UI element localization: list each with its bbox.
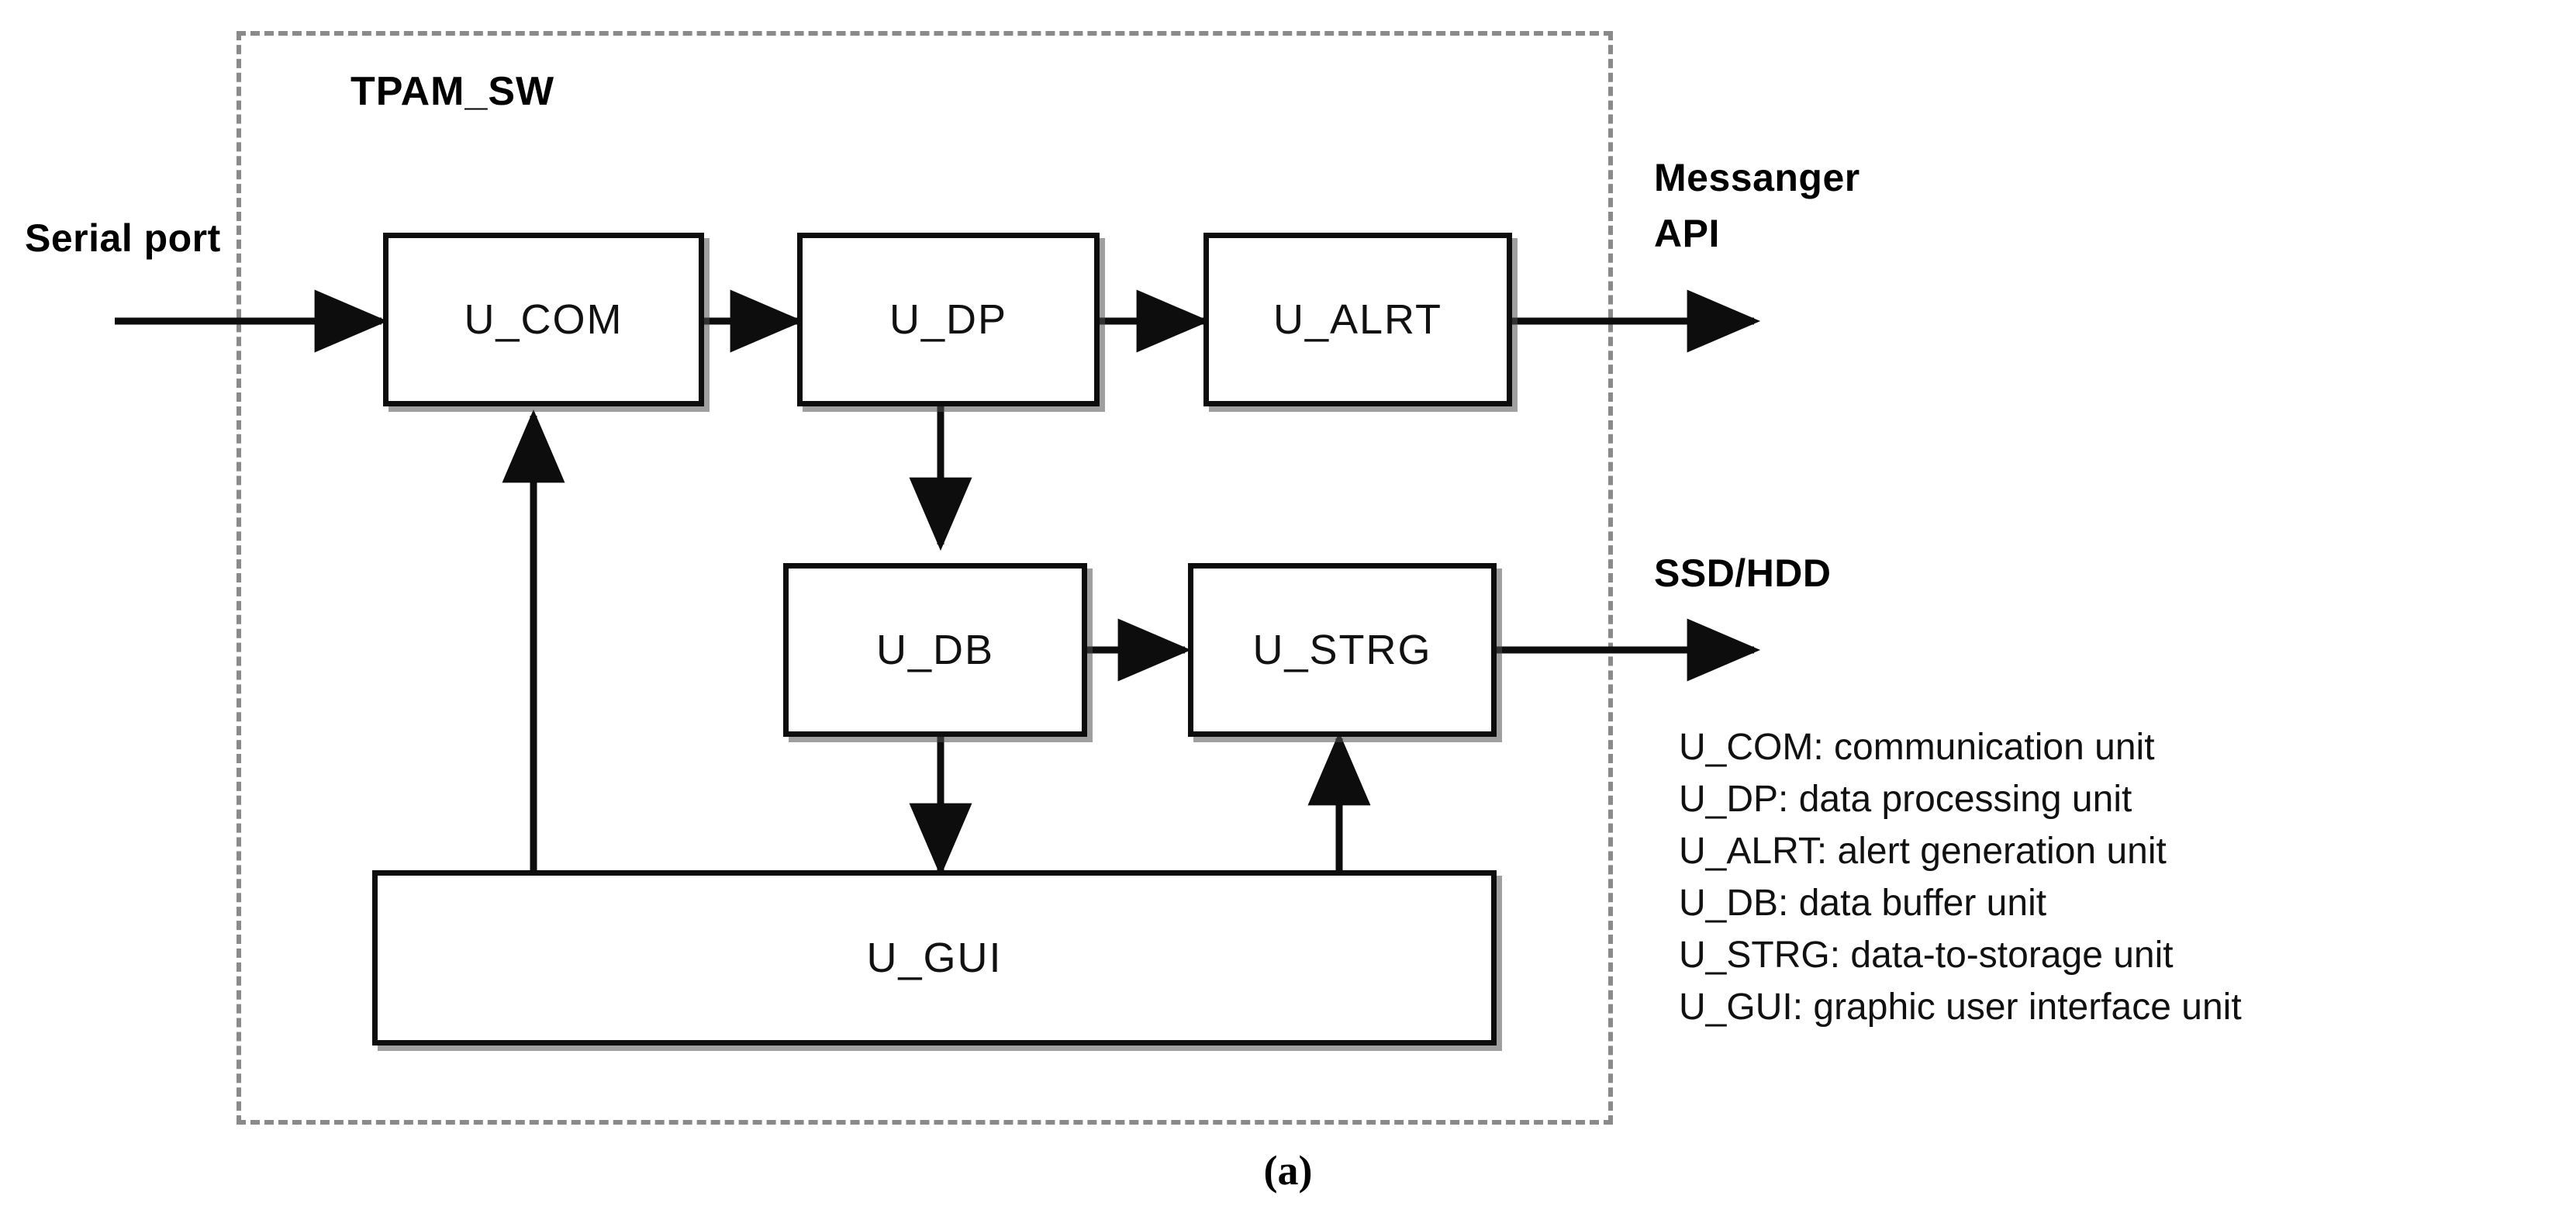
block-u-strg-label: U_STRG [1252, 627, 1432, 673]
label-ssd-hdd: SSD/HDD [1654, 551, 1832, 595]
block-u-db[interactable]: U_DB [783, 563, 1087, 737]
legend-item-u-strg: U_STRG: data-to-storage unit [1679, 935, 2174, 976]
block-u-com-label: U_COM [464, 296, 623, 343]
block-u-db-label: U_DB [875, 627, 995, 673]
figure-caption: (a) [1263, 1147, 1313, 1194]
legend: U_COM: communication unit U_DP: data pro… [1679, 721, 2571, 1033]
block-u-dp[interactable]: U_DP [797, 233, 1100, 406]
block-u-gui-label: U_GUI [866, 935, 1003, 981]
legend-item-u-db: U_DB: data buffer unit [1679, 883, 2047, 924]
block-u-dp-label: U_DP [889, 296, 1008, 343]
block-u-alrt[interactable]: U_ALRT [1203, 233, 1512, 406]
label-messenger-api-line2: API [1654, 212, 1720, 255]
block-u-com[interactable]: U_COM [383, 233, 704, 406]
block-u-gui[interactable]: U_GUI [372, 870, 1497, 1046]
legend-item-u-gui: U_GUI: graphic user interface unit [1679, 987, 2242, 1028]
legend-item-u-alrt: U_ALRT: alert generation unit [1679, 831, 2167, 872]
block-u-alrt-label: U_ALRT [1272, 296, 1443, 343]
block-u-strg[interactable]: U_STRG [1188, 563, 1497, 737]
label-messenger-api-line1: Messanger [1654, 156, 1860, 199]
label-serial-port: Serial port [25, 216, 221, 260]
boundary-title: TPAM_SW [350, 69, 555, 114]
legend-item-u-com: U_COM: communication unit [1679, 727, 2155, 768]
legend-item-u-dp: U_DP: data processing unit [1679, 779, 2132, 820]
tpam-sw-boundary [237, 31, 1613, 1125]
